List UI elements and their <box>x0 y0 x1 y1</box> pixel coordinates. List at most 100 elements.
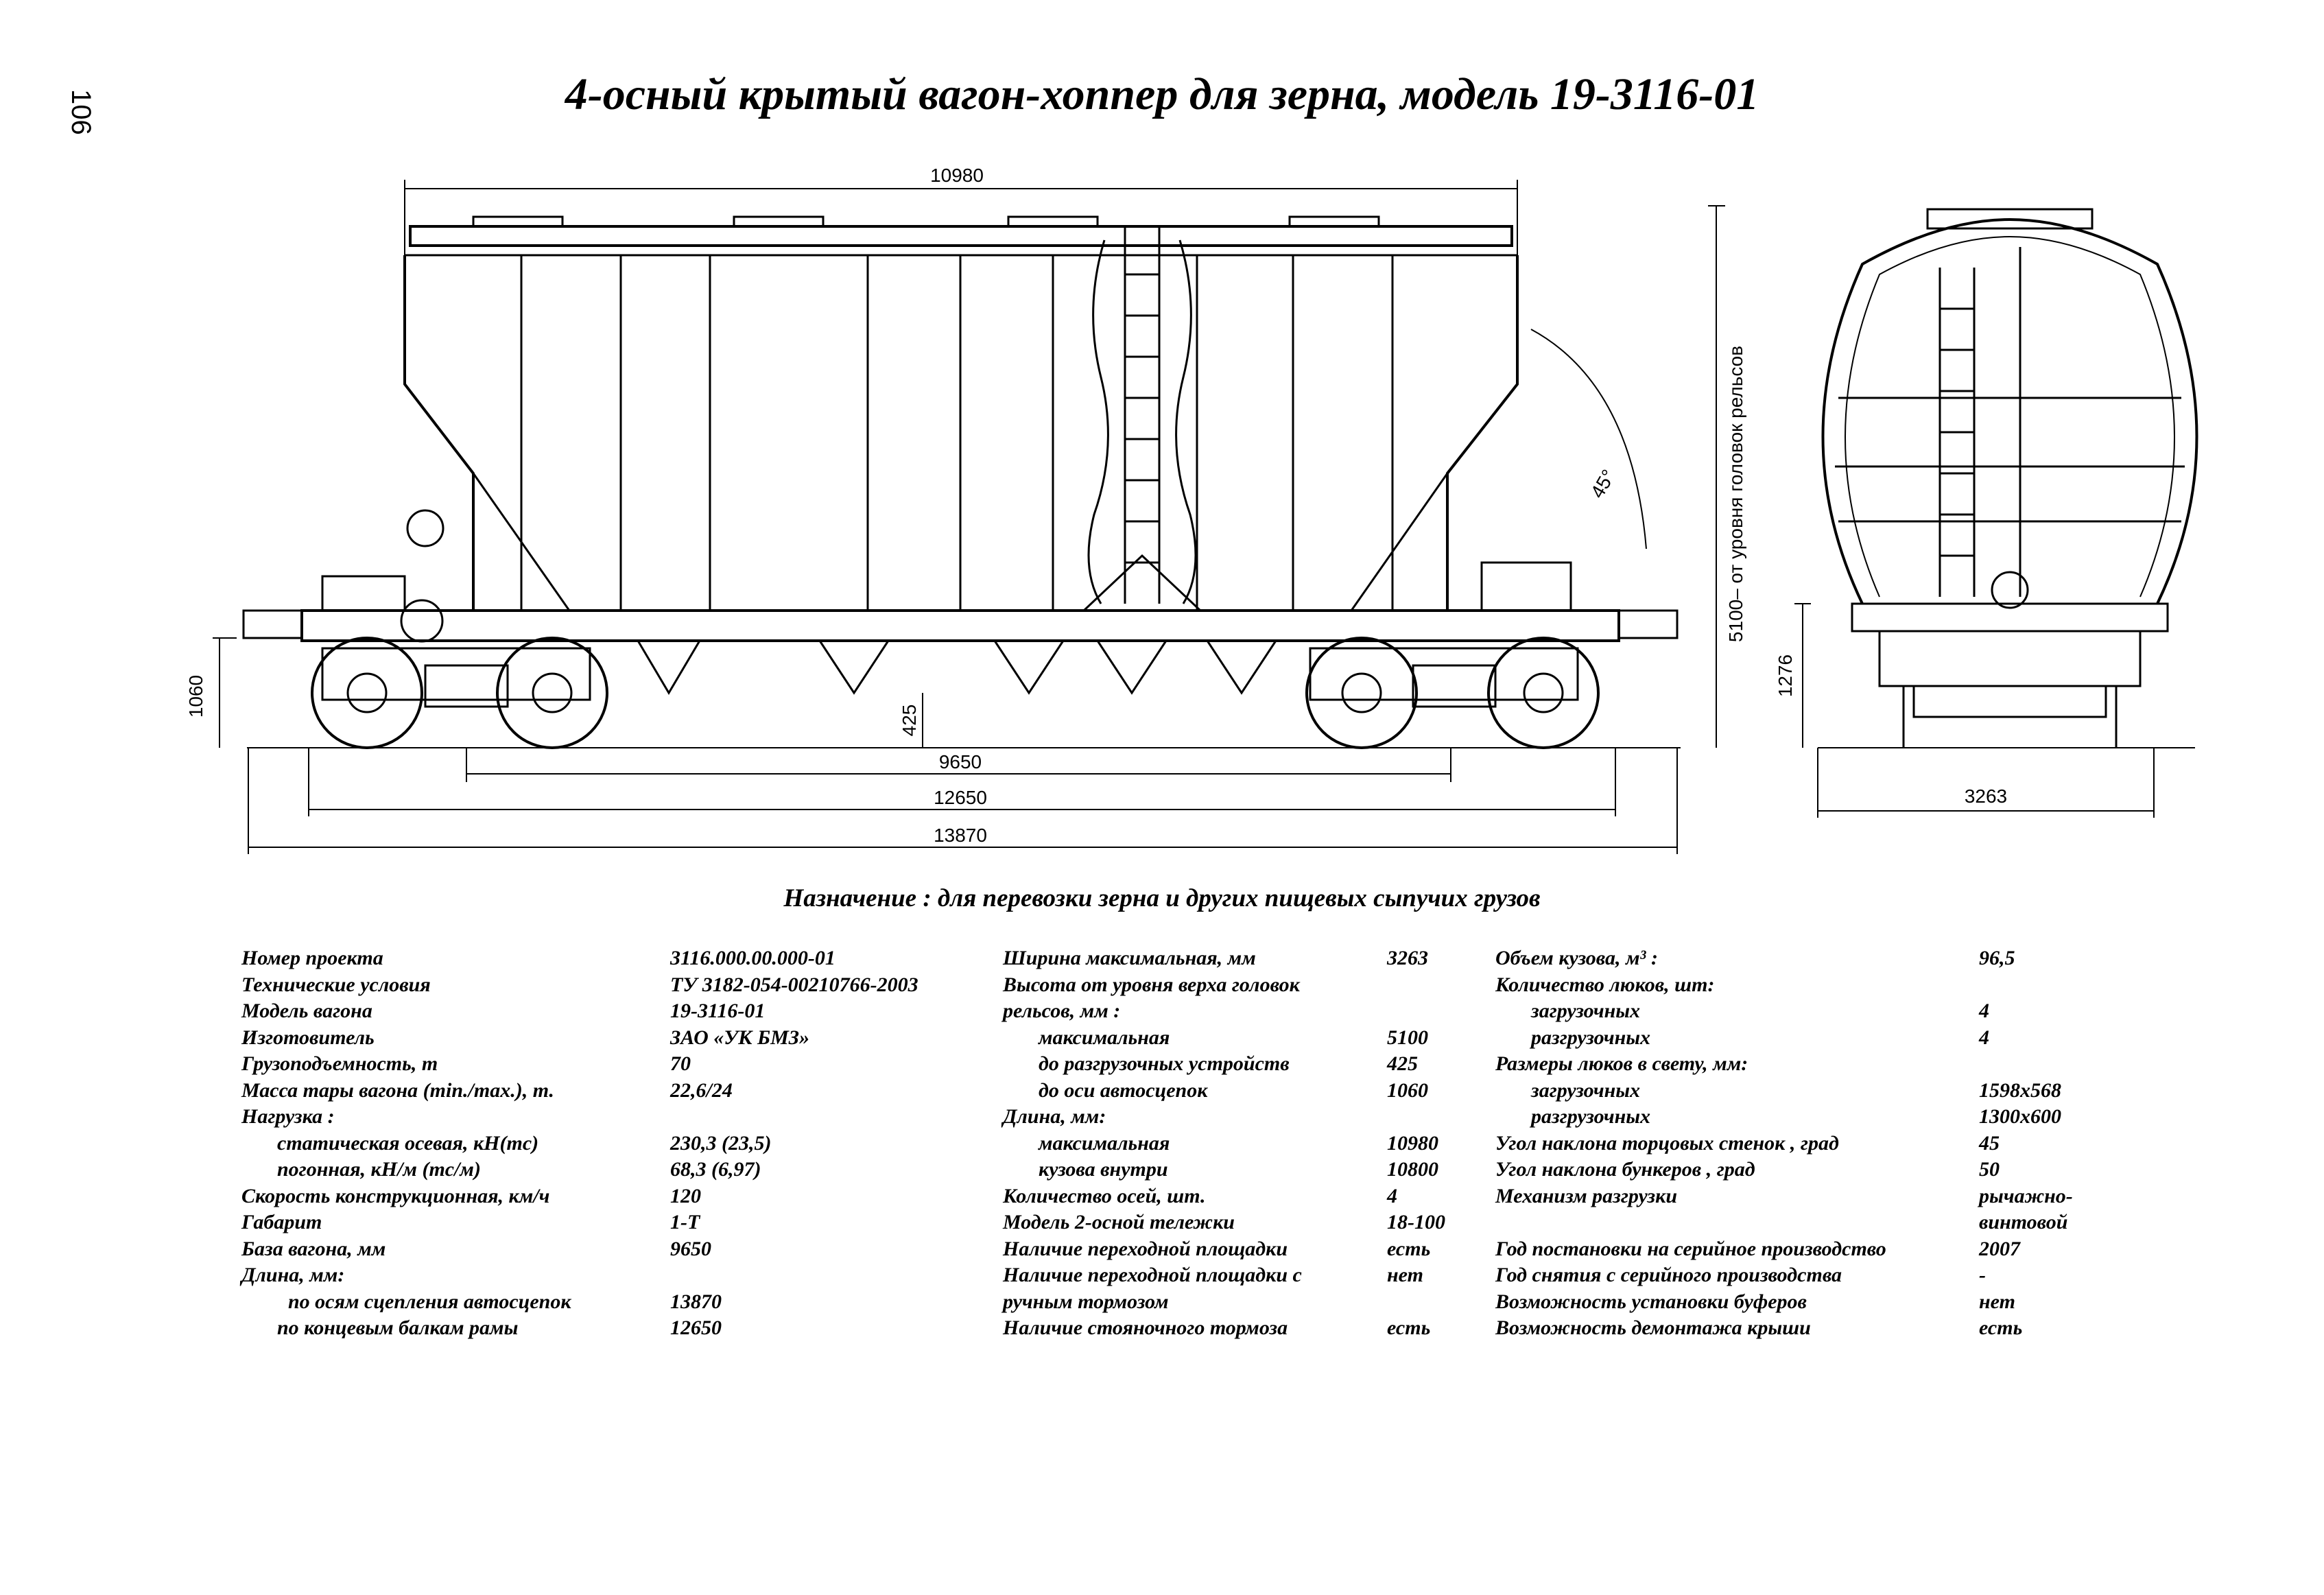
spec-label: Грузоподъемность, т <box>241 1052 438 1075</box>
dim-end-height: 1276 <box>1775 654 1796 697</box>
spec-label: максимальная <box>1039 1026 1170 1049</box>
spec-value: 68,3 (6,97) <box>670 1158 761 1181</box>
spec-label: погонная, кН/м (тс/м) <box>277 1158 481 1181</box>
wagon-drawing: 10980 5100– от уровня головок рельсов 45… <box>185 165 2198 854</box>
spec-value: 70 <box>670 1052 691 1075</box>
spec-label: Наличие стояночного тормоза <box>1003 1316 1288 1339</box>
spec-value: 1598х568 <box>1979 1078 2061 1102</box>
spec-label: Масса тары вагона (min./max.), т. <box>241 1078 554 1102</box>
dim-frame-length: 12650 <box>934 787 987 808</box>
spec-label: Изготовитель <box>241 1026 375 1049</box>
spec-value: 1060 <box>1387 1078 1428 1102</box>
spec-label: до оси автосцепок <box>1039 1078 1208 1102</box>
spec-label: Механизм разгрузки <box>1495 1184 1678 1207</box>
spec-label: Номер проекта <box>241 947 383 969</box>
spec-value: 1300х600 <box>1979 1105 2061 1128</box>
spec-row: рельсов, мм : <box>1003 1000 1483 1026</box>
dim-angle: 45° <box>1587 466 1620 501</box>
spec-label: Высота от уровня верха головок <box>1003 973 1300 996</box>
spec-row: Количество осей, шт.4 <box>1003 1185 1483 1212</box>
spec-label: Модель вагона <box>241 1000 372 1022</box>
spec-value: 3263 <box>1387 947 1428 969</box>
spec-label: Угол наклона бункеров , град <box>1495 1158 1755 1181</box>
spec-label: по осям сцепления автосцепок <box>288 1290 571 1313</box>
spec-row: до разгрузочных устройств 425 <box>1003 1052 1483 1079</box>
spec-label: рельсов, мм : <box>1003 1000 1121 1022</box>
dim-base: 9650 <box>939 751 982 772</box>
spec-value: есть <box>1387 1316 1431 1339</box>
spec-value: 10800 <box>1387 1158 1438 1181</box>
spec-value: 22,6/24 <box>670 1078 733 1102</box>
spec-label: Год снятия с серийного производства <box>1495 1264 1842 1286</box>
spec-row: Наличие переходной площадки с нет <box>1003 1264 1483 1290</box>
spec-value: 19-3116-01 <box>670 1000 766 1022</box>
spec-value: 3116.000.00.000-01 <box>670 947 835 969</box>
side-view <box>242 215 1681 749</box>
spec-row: Количество люков, шт: <box>1495 973 2065 1000</box>
spec-row: Грузоподъемность, т 70 <box>241 1052 927 1079</box>
spec-label: Угол наклона торцовых стенок , град <box>1495 1131 1839 1155</box>
spec-value: 1-Т <box>670 1211 700 1233</box>
spec-label: Размеры люков в свету, мм: <box>1495 1052 1748 1075</box>
spec-row: Наличие стояночного тормоза есть <box>1003 1316 1483 1343</box>
spec-value: 9650 <box>670 1237 711 1260</box>
spec-label: до разгрузочных устройств <box>1039 1052 1290 1075</box>
spec-value: 120 <box>670 1184 701 1207</box>
spec-label: максимальная <box>1039 1131 1170 1155</box>
dim-length-top: 10980 <box>930 165 984 186</box>
spec-label: Технические условия <box>241 973 431 996</box>
spec-label: Наличие переходной площадки <box>1003 1237 1288 1260</box>
spec-value: есть <box>1387 1237 1431 1260</box>
spec-value: 50 <box>1979 1158 2000 1181</box>
spec-value: 5100 <box>1387 1026 1428 1049</box>
spec-value: - <box>1979 1264 1986 1286</box>
spec-value: винтовой <box>1979 1211 2068 1233</box>
purpose-line: Назначение : для перевозки зерна и други… <box>783 884 1541 912</box>
spec-value: нет <box>1387 1264 1423 1286</box>
spec-row: Угол наклона бункеров , град 50 <box>1495 1158 2065 1185</box>
spec-value: 425 <box>1387 1052 1418 1075</box>
spec-label: Модель 2-осной тележки <box>1003 1211 1235 1233</box>
dim-unloading-height: 425 <box>899 705 920 737</box>
spec-row: Высота от уровня верха головок <box>1003 973 1483 1000</box>
spec-value: нет <box>1979 1290 2015 1313</box>
spec-row: Размеры люков в свету, мм: <box>1495 1052 2065 1079</box>
spec-label: загрузочных <box>1531 1078 1641 1102</box>
spec-row: до оси автосцепок 1060 <box>1003 1079 1483 1106</box>
spec-value: 230,3 (23,5) <box>670 1131 772 1155</box>
spec-value: 12650 <box>670 1316 722 1339</box>
spec-row: Длина, мм: <box>241 1264 927 1290</box>
spec-label: Возможность установки буферов <box>1495 1290 1807 1313</box>
spec-row: Нагрузка : <box>241 1105 927 1132</box>
spec-value: 2007 <box>1979 1237 2020 1260</box>
spec-value: рычажно- <box>1979 1184 2073 1207</box>
spec-row: по осям сцепления автосцепок 13870 <box>241 1290 927 1317</box>
spec-row: Изготовитель ЗАО «УК БМЗ» <box>241 1026 927 1053</box>
end-view <box>1818 208 2198 748</box>
spec-value: 45 <box>1979 1131 2000 1155</box>
spec-value: 13870 <box>670 1290 722 1313</box>
spec-label: Наличие переходной площадки с <box>1003 1264 1302 1286</box>
spec-label: разгрузочных <box>1531 1026 1651 1049</box>
spec-row: разгрузочных 4 <box>1495 1026 2065 1053</box>
dim-width: 3263 <box>1965 785 2007 807</box>
spec-value: ЗАО «УК БМЗ» <box>670 1026 810 1049</box>
spec-row: Год снятия с серийного производства - <box>1495 1264 2065 1290</box>
spec-label: Количество осей, шт. <box>1003 1184 1206 1207</box>
spec-label: Нагрузка : <box>241 1105 335 1128</box>
spec-label: Ширина максимальная, мм <box>1003 947 1256 969</box>
spec-value: 4 <box>1979 1026 1989 1049</box>
